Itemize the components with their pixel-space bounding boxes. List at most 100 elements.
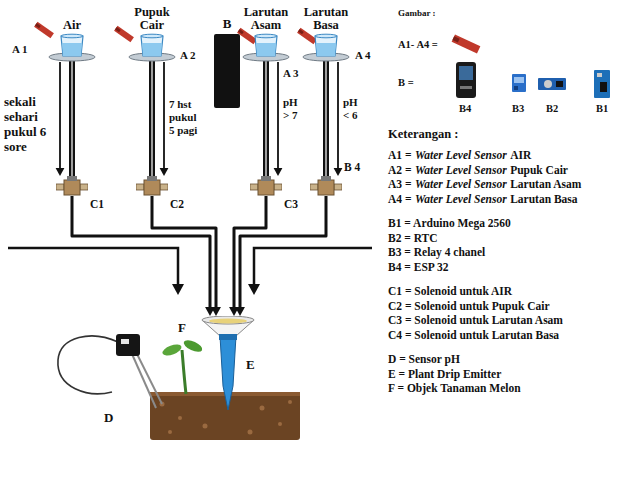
key-text: A1 = (388, 149, 411, 161)
key-text: A4 = (388, 193, 411, 205)
water-level-sensor (35, 23, 41, 28)
feed-pipe (263, 60, 269, 176)
solenoid-valve: C2 (136, 176, 168, 196)
valve-label: C1 (90, 198, 104, 211)
water-level-sensor (34, 22, 54, 38)
component-callout: B4 (459, 102, 471, 115)
solenoid-valve: B 4 (310, 176, 342, 196)
soil-pot (288, 400, 292, 404)
sensor-callout: A 2 (180, 48, 196, 62)
ph-sensor (121, 339, 129, 344)
key-row: C2 = Solenoid untuk Pupuk Cair (388, 299, 600, 314)
water-tank: Pupuk Cair (126, 6, 178, 62)
soil-pot (203, 424, 208, 429)
tank-drawing (47, 32, 97, 62)
flow-arrow (56, 62, 65, 176)
key-text: C2 = Solenoid untuk Pupuk Cair (388, 300, 550, 312)
valve-body (144, 180, 160, 195)
key-row: B3 = Relay 4 chanel (388, 245, 600, 260)
relay-module (514, 77, 524, 83)
key-text: B3 = Relay 4 chanel (388, 246, 485, 258)
water-level-sensor (298, 29, 304, 34)
feed-pipe (69, 60, 75, 176)
key-text: C3 = Solenoid untuk Larutan Asam (388, 314, 563, 326)
valve-port (250, 184, 258, 190)
ph-sensor (137, 354, 162, 404)
feed-pipe (69, 60, 329, 176)
tank-body (255, 36, 277, 56)
solenoid-valve: C1 (56, 176, 88, 196)
water-tank: Air (46, 19, 98, 62)
feed-pipe (71, 60, 72, 176)
tank-label: Pupuk Cair (126, 6, 178, 32)
flow-arrow (248, 284, 260, 295)
feed-pipe (323, 60, 329, 176)
flow-note: 7 hst pukul 5 pagi (169, 98, 203, 137)
key-text: Larutan Basa (510, 193, 577, 205)
water-level-sensor (114, 26, 134, 42)
key-row: A4 =Water Level SensorLarutan Basa (388, 192, 600, 207)
esp32-board (456, 62, 476, 98)
relay-module (512, 74, 526, 92)
part-callout: D (104, 410, 113, 426)
sensor-icon (452, 34, 481, 53)
rtc-module (538, 78, 566, 90)
emitter-rim (202, 316, 254, 324)
key-row: A1 =Water Level SensorAIR (388, 148, 600, 163)
key-text: Water Level Sensor (415, 164, 507, 176)
valve-drawing (56, 176, 88, 196)
part-callout: F (178, 320, 186, 336)
key-row: C1 = Solenoid untuk AIR (388, 284, 600, 299)
tank-drawing (241, 32, 291, 62)
flow-arrow (160, 62, 169, 176)
arrow-head (56, 168, 65, 176)
pipe-connector (72, 196, 215, 316)
key-row: B4 = ESP 32 (388, 260, 600, 275)
key-text: A2 = (388, 164, 411, 176)
flow-arrow (337, 62, 339, 170)
key-row: A2 =Water Level SensorPupuk Cair (388, 163, 600, 178)
flow-arrow (8, 248, 372, 295)
soil-pot (248, 430, 253, 435)
emitter-inner (209, 319, 247, 324)
water-level-sensor (115, 27, 121, 32)
ph-sensor (116, 334, 140, 356)
key-text: C4 = Solenoid untuk Larutan Basa (388, 329, 559, 341)
key-text: AIR (510, 149, 531, 161)
emitter-label: E (246, 358, 255, 372)
valve-label: B 4 (344, 161, 360, 174)
arrow-head (334, 168, 343, 176)
melon-seedling (161, 338, 204, 394)
key-heading: Keterangan : (388, 126, 458, 142)
valve-body (318, 180, 334, 195)
arduino-board (594, 70, 610, 98)
esp32-board (459, 66, 473, 80)
flow-arrow (277, 62, 279, 170)
valve-coil (67, 176, 77, 181)
melon-seedling (182, 338, 204, 355)
arrow-head (211, 307, 221, 316)
pipe-connector (152, 196, 216, 309)
key-text: B2 = RTC (388, 232, 438, 244)
arrow-head (160, 168, 169, 176)
water-level-sensor (34, 22, 54, 38)
soil-pot (178, 416, 182, 420)
valve-port (136, 184, 144, 190)
feed-pipe (151, 60, 152, 176)
legend-caption: B = (398, 76, 414, 89)
tank-drawing (301, 32, 351, 62)
sensor-callout: A 4 (355, 48, 371, 62)
legend-caption: A1- A4 = (398, 38, 438, 51)
valve-coil (321, 176, 331, 181)
valve-port (310, 184, 318, 190)
key-list: A1 =Water Level SensorAIRA2 = Water Level… (388, 148, 600, 396)
feed-pipe (325, 60, 326, 176)
key-row: F = Objek Tanaman Melon (388, 381, 600, 396)
soil-pot (168, 430, 172, 434)
arduino-board (594, 70, 610, 98)
tank-body (61, 36, 83, 56)
valve-port (274, 184, 282, 190)
flow-arrow (163, 62, 165, 170)
key-row: C3 = Solenoid untuk Larutan Asam (388, 313, 600, 328)
